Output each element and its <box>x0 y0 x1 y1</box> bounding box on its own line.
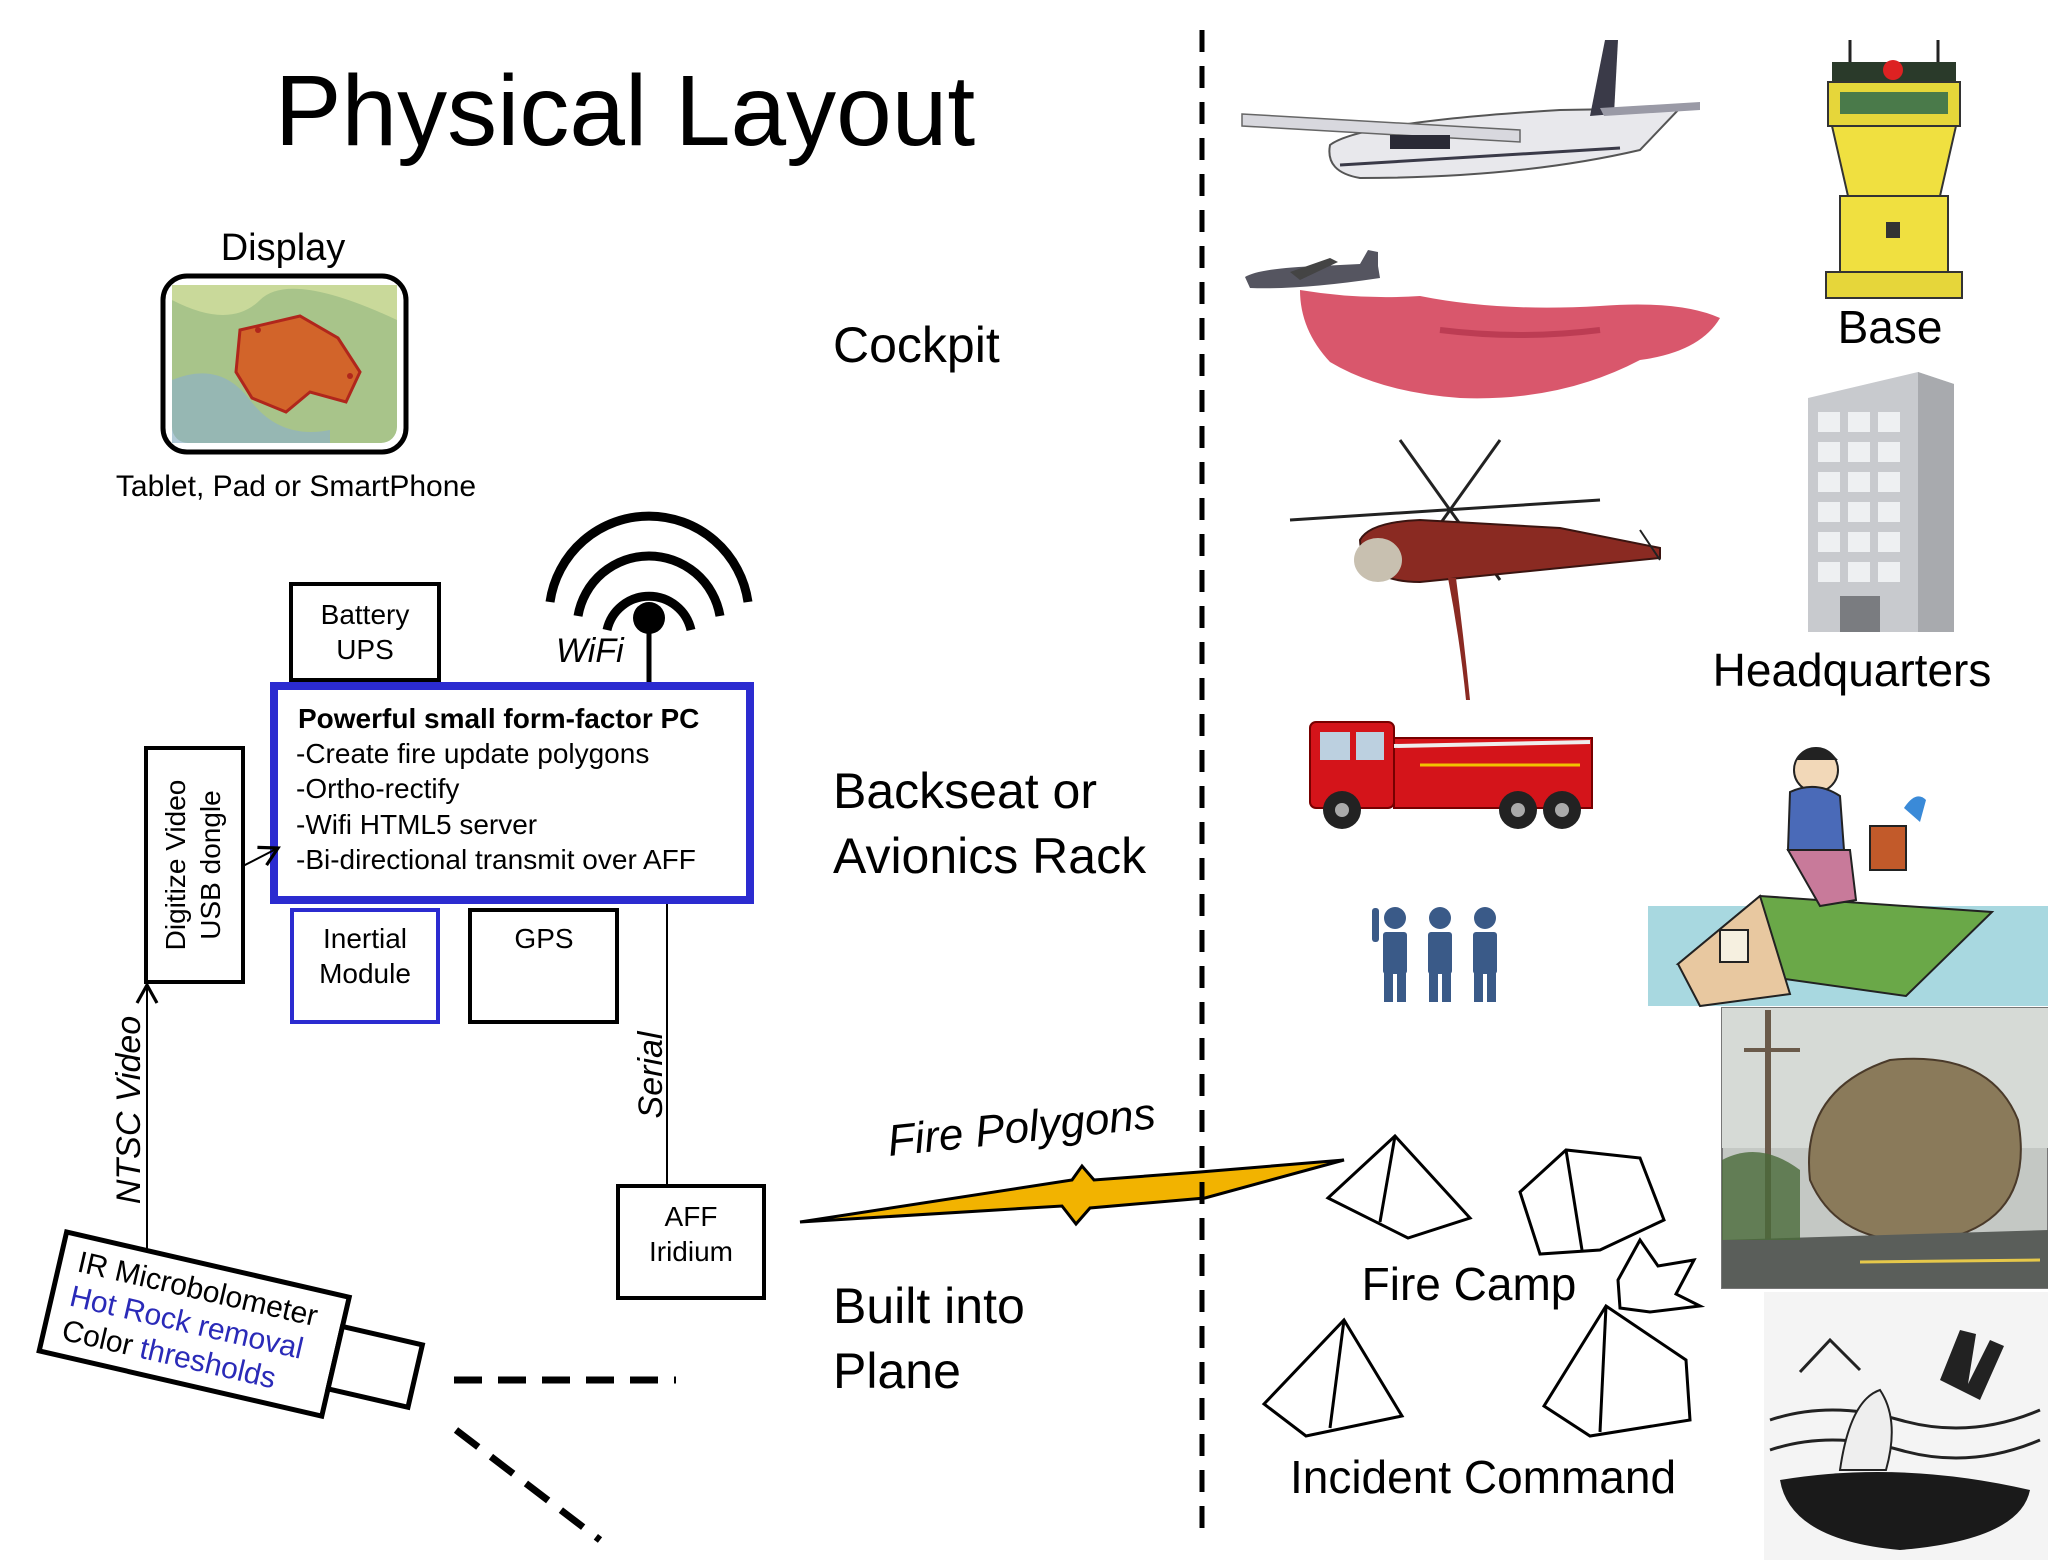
digitizer-label-2: USB dongle <box>195 790 226 939</box>
pc-item-1: -Create fire update polygons <box>296 738 649 769</box>
camera-view-line-2 <box>453 1427 603 1543</box>
crew-icon <box>1372 907 1497 1002</box>
fire-truck-icon <box>1309 721 1593 829</box>
headquarters-label: Headquarters <box>1713 644 1992 696</box>
tablet-map-icon <box>160 273 409 455</box>
zone-backseat-line1: Backseat or <box>833 763 1097 819</box>
zone-built-line1: Built into <box>833 1278 1025 1334</box>
pc-item-2: -Ortho-rectify <box>296 773 459 804</box>
digitizer-box <box>144 746 245 984</box>
pc-item-4: -Bi-directional transmit over AFF <box>296 844 696 875</box>
inertial-module-box <box>290 908 440 1024</box>
pc-heading: Powerful small form-factor PC <box>298 703 699 734</box>
gps-label: GPS <box>514 923 573 954</box>
page-title: Physical Layout <box>275 55 976 167</box>
helicopter-icon <box>1289 439 1661 700</box>
oil-spill-cartoon-icon <box>1764 1292 2048 1560</box>
gps-box <box>468 908 619 1024</box>
flood-cartoon-icon <box>1648 747 2048 1008</box>
serial-label: Serial <box>632 1030 670 1118</box>
zone-built-line2: Plane <box>833 1343 961 1399</box>
digitizer-to-pc-arrow <box>242 845 281 867</box>
digitizer-label-1: Digitize Video <box>160 780 191 951</box>
pc-box <box>270 682 754 904</box>
fire-polygons-label: Fire Polygons <box>885 1089 1158 1166</box>
aff-label-1: AFF <box>665 1201 718 1232</box>
airplane-icon <box>1241 40 1700 180</box>
zone-backseat-line2: Avionics Rack <box>833 828 1147 884</box>
incident-command-label: Incident Command <box>1290 1451 1676 1503</box>
base-label: Base <box>1838 301 1943 353</box>
ups-label: UPS <box>336 634 394 665</box>
fire-camp-label: Fire Camp <box>1362 1258 1577 1310</box>
aff-label-2: Iridium <box>649 1236 733 1267</box>
ir-camera: IR Microbolometer Hot Rock removal Color… <box>36 1228 426 1420</box>
wifi-label: WiFi <box>556 632 625 670</box>
antenna-icon <box>545 511 753 632</box>
display-caption: Tablet, Pad or SmartPhone <box>116 470 476 503</box>
boulder-photo-icon <box>1721 1007 2048 1289</box>
ntsc-video-label: NTSC Video <box>110 1016 148 1204</box>
pc-item-3: -Wifi HTML5 server <box>296 809 537 840</box>
lightning-bolt-icon <box>799 1158 1345 1227</box>
tent-icon <box>1261 1133 1706 1438</box>
inertial-label-2: Module <box>319 958 411 989</box>
aff-iridium-box <box>616 1184 766 1300</box>
inertial-label-1: Inertial <box>323 923 407 954</box>
display-heading: Display <box>221 227 346 269</box>
battery-ups-box <box>289 582 441 682</box>
building-icon <box>1808 372 1954 632</box>
battery-label: Battery <box>321 599 410 630</box>
zone-cockpit: Cockpit <box>833 317 1000 373</box>
air-tanker-icon <box>1245 250 1720 399</box>
control-tower-icon <box>1825 40 1963 299</box>
